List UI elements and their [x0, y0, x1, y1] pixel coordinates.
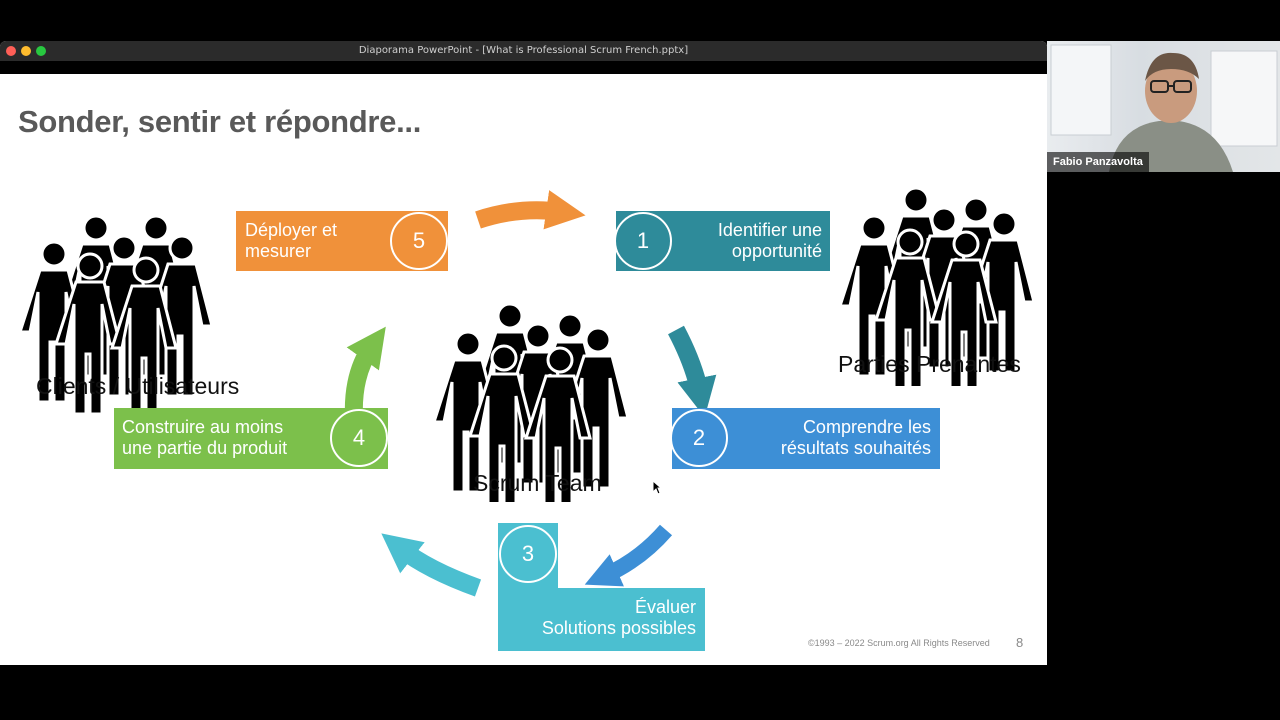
cycle-arrows — [344, 190, 717, 597]
step-3-line2: Solutions possibles — [541, 618, 696, 638]
close-window-button[interactable] — [6, 46, 16, 56]
step-5-line1: Déployer et — [245, 220, 338, 240]
step-4-line1: Construire au moins — [122, 417, 284, 437]
window-titlebar[interactable]: Diaporama PowerPoint - [What is Professi… — [0, 41, 1047, 61]
powerpoint-window: Diaporama PowerPoint - [What is Professi… — [0, 41, 1047, 679]
step-1-line2: opportunité — [731, 241, 822, 261]
stakeholders-group-icon — [840, 186, 1036, 386]
step-4-number: 4 — [330, 409, 388, 467]
stakeholders-label: Parties Prenantes — [838, 351, 1021, 377]
mouse-cursor-icon — [652, 480, 662, 495]
step-5-number: 5 — [390, 212, 448, 270]
step-3-line1: Évaluer — [634, 597, 696, 617]
scrum-team-group-icon — [434, 302, 630, 502]
arrow-2-to-3 — [584, 524, 673, 587]
scrum-team-label: Scrum Team — [473, 470, 602, 496]
arrow-5-to-1 — [475, 190, 586, 230]
slide[interactable]: Sonder, sentir et répondre... — [0, 74, 1047, 665]
step-1-number: 1 — [614, 212, 672, 270]
slide-title: Sonder, sentir et répondre... — [18, 104, 422, 139]
participant-name: Fabio Panzavolta — [1047, 152, 1149, 172]
copyright-text: ©1993 – 2022 Scrum.org All Rights Reserv… — [808, 638, 990, 648]
window-title: Diaporama PowerPoint - [What is Professi… — [358, 45, 689, 56]
slideshow-top-bar — [0, 61, 1047, 74]
step-3-tab: 3 — [498, 523, 558, 589]
step-2-number: 2 — [670, 409, 728, 467]
step-2-line1: Comprendre les — [802, 417, 931, 437]
step-1-line1: Identifier une — [717, 220, 822, 240]
arrow-3-to-4 — [381, 533, 482, 597]
slideshow-bottom-bar — [0, 665, 1047, 679]
participant-video[interactable]: Fabio Panzavolta — [1047, 41, 1280, 172]
minimize-window-button[interactable] — [21, 46, 31, 56]
clients-group-icon — [20, 214, 214, 414]
step-4-line2: une partie du produit — [122, 438, 288, 458]
step-5-line2: mesurer — [245, 241, 312, 261]
slide-number: 8 — [1016, 635, 1024, 650]
arrow-1-to-2 — [668, 325, 717, 418]
clients-label: Clients / Utilisateurs — [36, 373, 240, 399]
step-3-number: 3 — [499, 525, 557, 583]
step-2-line2: résultats souhaités — [780, 438, 931, 458]
maximize-window-button[interactable] — [36, 46, 46, 56]
